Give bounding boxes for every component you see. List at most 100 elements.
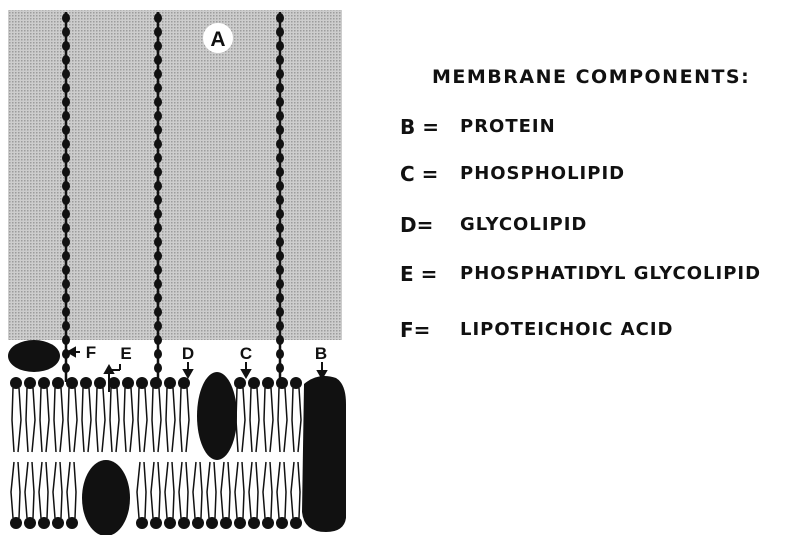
chain-bead — [154, 97, 162, 107]
lipid-tail — [263, 462, 272, 518]
lipid-head — [178, 517, 190, 529]
chain-bead — [154, 209, 162, 219]
lipid-head — [52, 517, 64, 529]
chain-bead — [154, 139, 162, 149]
chain-bead — [154, 335, 162, 345]
lipid-head — [10, 517, 22, 529]
chain-bead — [276, 293, 284, 303]
chain-bead — [276, 153, 284, 163]
lipid-head — [52, 377, 64, 389]
lipid-tail — [152, 388, 161, 452]
chain-bead — [62, 363, 70, 373]
lipid-head — [66, 517, 78, 529]
lipid-tail — [179, 462, 188, 518]
chain-bead — [154, 363, 162, 373]
lipid-tail — [82, 388, 91, 452]
chain-bead — [154, 125, 162, 135]
chain-bead — [154, 279, 162, 289]
lipid-tail — [124, 388, 133, 452]
marker-d-label: D — [182, 344, 194, 363]
lipid-head — [24, 377, 36, 389]
chain-bead — [276, 13, 284, 23]
lipid-tail — [53, 462, 62, 518]
legend-desc: PHOSPHATIDYL GLYCOLIPID — [460, 263, 761, 284]
lipid-tail — [25, 462, 34, 518]
chain-bead — [154, 237, 162, 247]
chain-bead — [276, 349, 284, 359]
chain-bead — [62, 293, 70, 303]
chain-bead — [62, 41, 70, 51]
marker-f-label: F — [86, 343, 96, 362]
chain-bead — [276, 83, 284, 93]
chain-bead — [62, 111, 70, 121]
lipid-head — [178, 377, 190, 389]
chain-bead — [276, 125, 284, 135]
lipid-tail — [165, 462, 174, 518]
lipid-head — [276, 517, 288, 529]
chain-bead — [62, 55, 70, 65]
lipid-head — [38, 517, 50, 529]
lipid-tail — [96, 388, 105, 452]
chain-bead — [62, 83, 70, 93]
lipid-tail — [278, 388, 287, 452]
lipid-tail — [26, 388, 35, 452]
chain-bead — [276, 69, 284, 79]
lipid-tail — [207, 462, 216, 518]
chain-bead — [154, 321, 162, 331]
chain-bead — [276, 139, 284, 149]
lipid-tail — [235, 462, 244, 518]
integral-protein-inner — [82, 460, 130, 535]
lipid-head — [136, 377, 148, 389]
lipid-tail — [221, 462, 230, 518]
lipid-head — [248, 377, 260, 389]
lipid-tail — [40, 388, 49, 452]
chain-bead — [62, 153, 70, 163]
chain-bead — [62, 27, 70, 37]
legend-key: F= — [400, 318, 430, 342]
lipid-head — [234, 377, 246, 389]
chain-bead — [154, 307, 162, 317]
lipid-tail — [277, 462, 286, 518]
chain-bead — [276, 167, 284, 177]
lipid-head — [122, 377, 134, 389]
chain-bead — [62, 335, 70, 345]
lipid-head — [150, 517, 162, 529]
lipid-head — [164, 377, 176, 389]
lipid-head — [262, 377, 274, 389]
lipid-head — [290, 517, 302, 529]
chain-bead — [154, 27, 162, 37]
chain-bead — [62, 321, 70, 331]
chain-bead — [276, 181, 284, 191]
chain-bead — [154, 13, 162, 23]
lipid-bilayer — [10, 377, 302, 529]
chain-bead — [154, 41, 162, 51]
chain-bead — [62, 69, 70, 79]
legend-title: MEMBRANE COMPONENTS: — [432, 66, 750, 88]
chain-bead — [62, 223, 70, 233]
chain-bead — [62, 209, 70, 219]
chain-bead — [154, 69, 162, 79]
chain-bead — [276, 335, 284, 345]
lipid-head — [66, 377, 78, 389]
lipid-tail — [151, 462, 160, 518]
chain-bead — [62, 265, 70, 275]
chain-bead — [62, 251, 70, 261]
lipid-tail — [292, 388, 301, 452]
lipid-head — [136, 517, 148, 529]
cell-wall-region — [8, 10, 342, 340]
chain-bead — [276, 97, 284, 107]
chain-bead — [276, 321, 284, 331]
chain-bead — [62, 139, 70, 149]
lipid-head — [234, 517, 246, 529]
lipid-tail — [249, 462, 258, 518]
chain-bead — [276, 223, 284, 233]
chain-bead — [276, 307, 284, 317]
chain-bead — [62, 279, 70, 289]
chain-bead — [276, 251, 284, 261]
lipid-tail — [180, 388, 189, 452]
chain-bead — [154, 55, 162, 65]
chain-bead — [154, 293, 162, 303]
lipid-head — [220, 517, 232, 529]
marker-e-label: E — [120, 344, 131, 363]
lipid-tail — [137, 462, 146, 518]
